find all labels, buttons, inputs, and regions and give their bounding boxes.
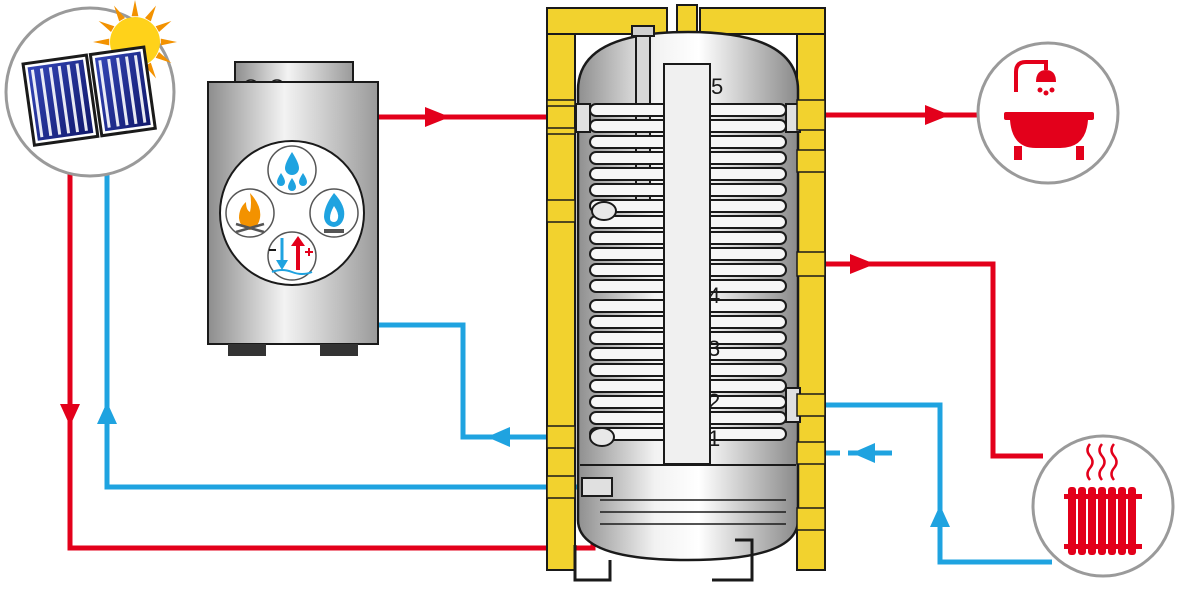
water-drops-icon <box>277 152 307 191</box>
boiler-foot-right <box>320 344 358 356</box>
arrow-left-cold-inlet <box>852 443 875 463</box>
arrow-up-solar-cold <box>97 402 117 424</box>
storage-tank: s5s4s3s2s1 <box>573 25 801 582</box>
arrow-left-boiler-cold <box>487 427 510 447</box>
boiler-cold-pipe <box>378 322 550 440</box>
radiator-cold-pipe <box>822 402 1052 565</box>
sensor-well <box>663 63 711 465</box>
boiler-foot-left <box>228 344 266 356</box>
insulation-top-center <box>676 4 698 35</box>
arrow-right-shower <box>925 105 950 125</box>
solar-collector-icon <box>21 45 157 147</box>
solar-collector <box>4 0 177 178</box>
tank-leg-left <box>573 545 612 582</box>
boiler <box>207 61 379 356</box>
arrow-up-radiator-return <box>930 505 950 527</box>
insulation-tabs <box>546 99 826 531</box>
boiler-icon-panel <box>219 140 365 286</box>
solar-port <box>581 477 613 497</box>
arrow-down-solar-hot <box>60 404 80 426</box>
shower-bathtub-icon <box>1004 60 1094 160</box>
radiator-icon <box>1064 443 1142 555</box>
insulation-right <box>796 7 826 571</box>
tank-leg-right <box>712 538 754 582</box>
insulation-top-right <box>699 7 826 35</box>
arrow-right-boiler-hot <box>425 107 450 127</box>
heat-pump-icon <box>269 236 313 275</box>
hot-water-consumer <box>976 41 1120 185</box>
solar-cold-pipe <box>104 172 580 490</box>
flow-arrows <box>60 105 950 527</box>
arrow-right-radiator <box>850 254 875 274</box>
flame-icon <box>235 193 265 234</box>
radiator-hot-pipe <box>822 261 1043 459</box>
gas-flame-icon <box>324 193 345 233</box>
heating-consumer <box>1031 434 1175 578</box>
